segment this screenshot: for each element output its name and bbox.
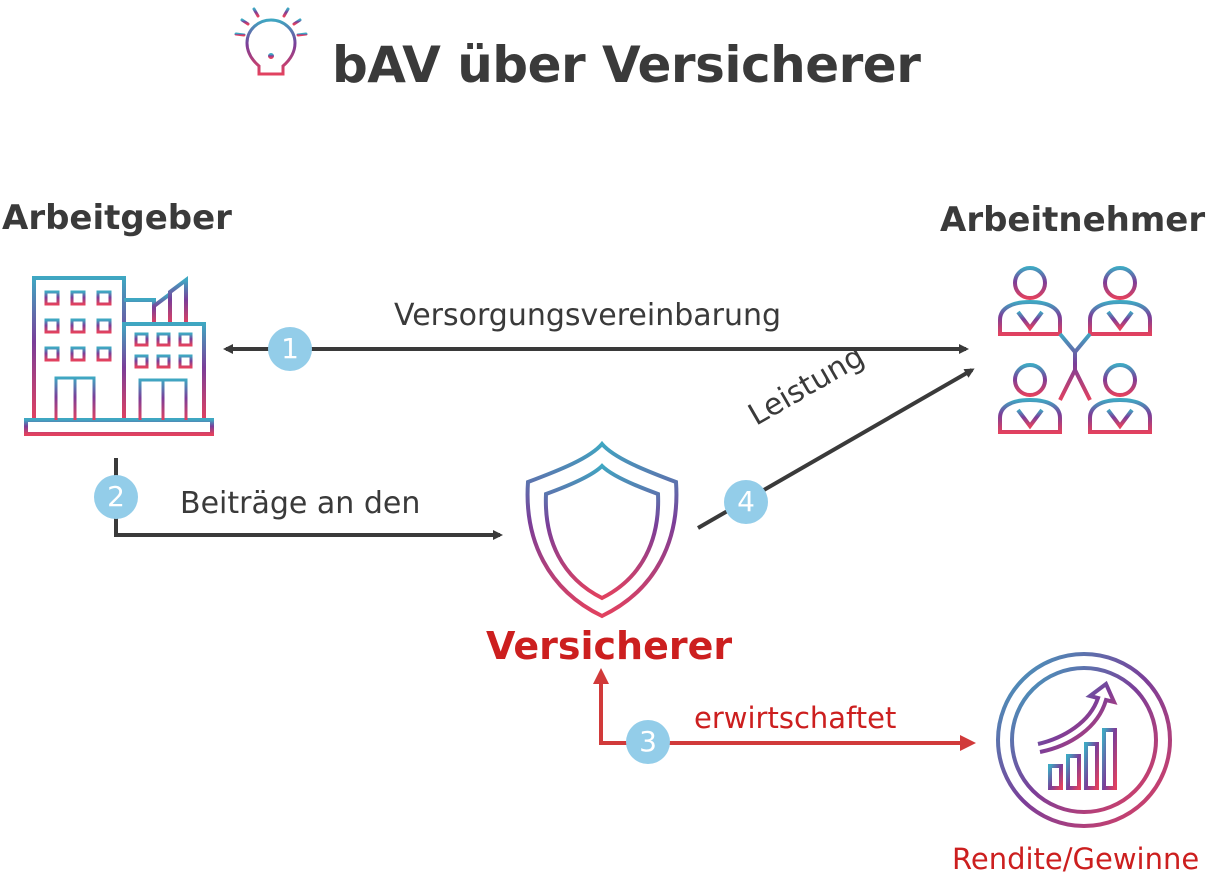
earned-arrowhead-right <box>960 735 976 751</box>
step-badge-4: 4 <box>724 480 768 524</box>
step-badge-3: 3 <box>626 720 670 764</box>
returns-label: Rendite/Gewinne <box>952 842 1200 876</box>
growth-chart-icon <box>996 652 1172 828</box>
building-icon <box>24 276 214 436</box>
contributions-label: Beiträge an den <box>180 486 421 521</box>
people-icon <box>998 266 1152 434</box>
shield-icon <box>525 440 679 619</box>
lightbulb-icon <box>234 2 308 88</box>
page-title: bAV über Versicherer <box>332 36 921 94</box>
employer-label: Arbeitgeber <box>2 198 232 238</box>
agreement-label: Versorgungsvereinbarung <box>394 298 782 333</box>
earned-arrow <box>599 676 966 745</box>
insurer-label: Versicherer <box>486 624 733 668</box>
step-badge-1: 1 <box>268 327 312 371</box>
earned-label: erwirtschaftet <box>694 701 897 735</box>
step-badge-2: 2 <box>94 475 138 519</box>
earned-arrowhead-up <box>593 668 609 684</box>
employees-label: Arbeitnehmer <box>940 200 1206 240</box>
